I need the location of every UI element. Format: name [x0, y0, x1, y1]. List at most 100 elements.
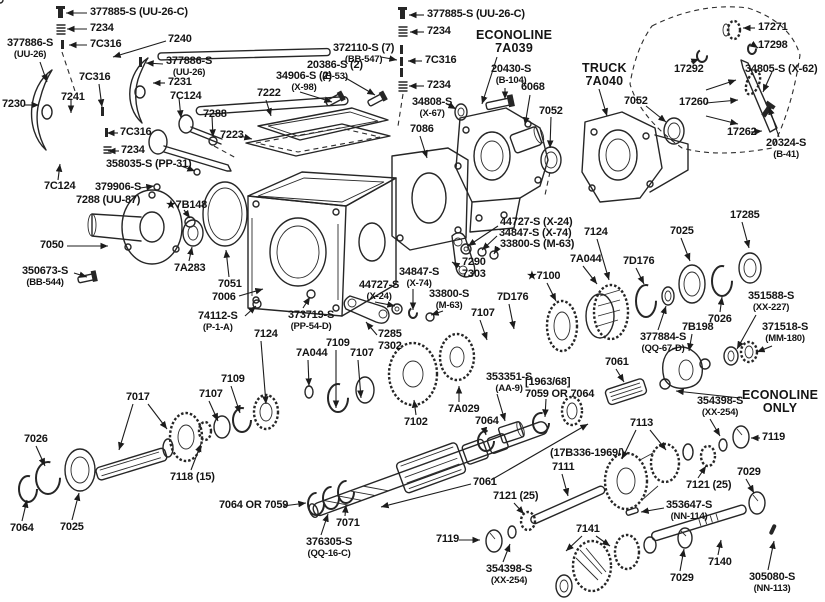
transmission-case-7006	[247, 171, 397, 317]
part-label-17B336-1969: (17B336-1969/)	[550, 447, 625, 459]
part-label-379906-S: 379906-S	[95, 181, 142, 193]
part-label-350673-S: 350673-S(BB-544)	[22, 265, 69, 288]
part-label-7102: 7102	[404, 416, 428, 428]
part-label-7064: 7064	[10, 522, 34, 534]
part-label-372110-S-7: 372110-S (7)(BB-547)	[333, 42, 395, 65]
part-label-7064: 7064	[475, 415, 499, 427]
part-label-7234: 7234	[427, 79, 451, 91]
speedometer-gear-group	[629, 6, 801, 154]
part-label-7C316: 7C316	[120, 126, 152, 138]
part-label-7240: 7240	[168, 33, 192, 45]
part-label-7025: 7025	[60, 521, 84, 533]
part-label-7086: 7086	[410, 123, 434, 135]
part-label-353351-S: 353351-S(AA-9)	[486, 371, 533, 394]
shift-forks-and-rails	[30, 6, 515, 309]
part-label-7222: 7222	[257, 87, 281, 99]
part-label-6068: 6068	[521, 81, 545, 93]
part-label-7234: 7234	[427, 25, 451, 37]
part-label-7107: 7107	[350, 347, 374, 359]
part-label-358035-S-PP-31: 358035-S (PP-31)	[106, 158, 192, 170]
part-label-17260: 17260	[679, 96, 709, 108]
part-label-7064-OR-7059: 7064 OR 7059	[219, 499, 289, 511]
part-label-7113: 7113	[630, 417, 654, 429]
part-label-20430-S: 20430-S(B-104)	[491, 63, 532, 86]
part-label-7140: 7140	[708, 556, 732, 568]
output-end-group	[545, 252, 762, 406]
part-label-7124: 7124	[254, 328, 278, 340]
part-label-7050: 7050	[40, 239, 64, 251]
part-label-7223: 7223	[220, 129, 244, 141]
part-label-7230: 7230	[2, 98, 26, 110]
part-label-44727-S-X-24: 44727-S (X-24)	[500, 216, 573, 228]
part-label-44727-S: 44727-S(X-24)	[359, 279, 400, 302]
part-label-7071: 7071	[336, 517, 360, 529]
part-label-7121-25: 7121 (25)	[686, 479, 732, 491]
part-label-7107: 7107	[471, 307, 495, 319]
part-label-7052: 7052	[539, 105, 563, 117]
part-label-7006: 7006	[212, 291, 236, 303]
part-label-7111: 7111	[552, 461, 575, 473]
mainshaft-gears	[304, 332, 476, 413]
part-label-377884-S: 377884-S(QQ-67-D)	[640, 331, 687, 354]
part-label-353647-S: 353647-S(NN-114)	[666, 499, 713, 522]
part-label-20386-S-2: 20386-S (2)(B-53)	[307, 59, 363, 82]
part-label-305080-S: 305080-S(NN-113)	[749, 571, 796, 594]
part-label-7C316: 7C316	[425, 54, 457, 66]
part-label-17262: 17262	[727, 126, 757, 138]
part-label-20324-S: 20324-S(B-41)	[766, 137, 807, 160]
part-label-7A044: 7A044	[570, 253, 602, 265]
part-label-373719-S: 373719-S(PP-54-D)	[288, 309, 335, 332]
main-shaft-7061	[308, 395, 584, 518]
part-label-7B148: ★7B148	[166, 199, 208, 211]
part-label-7100: ★7100	[527, 270, 561, 282]
part-label-7026: 7026	[24, 433, 48, 445]
part-label-17298: 17298	[758, 39, 788, 51]
part-label-7029: 7029	[670, 572, 694, 584]
part-label-7017: 7017	[126, 391, 150, 403]
top-cover-7222-and-gasket-7223	[245, 107, 391, 157]
part-label-7A044: 7A044	[296, 347, 328, 359]
truck-extension-housing-7A040	[581, 111, 689, 203]
part-label-7026: 7026	[708, 313, 732, 325]
part-label-7288: 7288	[203, 108, 227, 120]
part-label-7C316: 7C316	[90, 38, 122, 50]
part-label-7D176: 7D176	[623, 255, 655, 267]
part-label-7109: 7109	[326, 337, 350, 349]
part-label-376305-S: 376305-S(QQ-16-C)	[306, 536, 353, 559]
part-label-34906-S-2: 34906-S (2)(X-98)	[276, 70, 332, 93]
part-label-7288-UU-87: 7288 (UU-87)	[76, 194, 141, 206]
part-label-7B198: 7B198	[682, 321, 714, 333]
countershaft-and-idler-group	[530, 425, 777, 598]
part-label-1963-68: [1963/68]7059 OR 7064	[525, 376, 595, 400]
part-label-351588-S: 351588-S(XX-227)	[748, 290, 795, 313]
part-label-7052: 7052	[624, 95, 648, 107]
part-label-377885-S-UU-26-C: 377885-S (UU-26-C)	[90, 6, 188, 18]
part-label-33800-S: 33800-S(M-63)	[429, 288, 470, 311]
part-label-7C124: 7C124	[170, 90, 202, 102]
part-label-7025: 7025	[670, 225, 694, 237]
part-label-17271: 17271	[758, 21, 788, 33]
part-label-7119: 7119	[762, 431, 786, 443]
part-label-377885-S-UU-26-C: 377885-S (UU-26-C)	[427, 8, 525, 20]
gasket-7051-and-seal-7A283	[182, 181, 248, 247]
part-label-34847-S-X-74: 34847-S (X-74)	[499, 227, 572, 239]
part-label-377886-S: 377886-S(UU-26)	[166, 55, 213, 78]
part-label-371518-S: 371518-S(MM-180)	[762, 321, 809, 344]
countershaft-front-hardware	[307, 480, 537, 553]
part-label-354398-S: 354398-S(XX-254)	[486, 563, 533, 586]
leader-lines	[21, 9, 780, 572]
part-label-7234: 7234	[90, 22, 114, 34]
part-label-33800-S-M-63: 33800-S (M-63)	[500, 238, 575, 250]
part-label-7D176: 7D176	[497, 291, 529, 303]
part-label-7121-25: 7121 (25)	[493, 490, 539, 502]
part-label-17292: 17292	[674, 63, 704, 75]
part-label-7141: 7141	[576, 523, 600, 535]
part-label-7124: 7124	[584, 226, 608, 238]
part-label-354398-S: 354398-S(XX-254)	[697, 395, 744, 418]
part-label-7241: 7241	[61, 91, 85, 103]
part-label-17285: 17285	[730, 209, 760, 221]
